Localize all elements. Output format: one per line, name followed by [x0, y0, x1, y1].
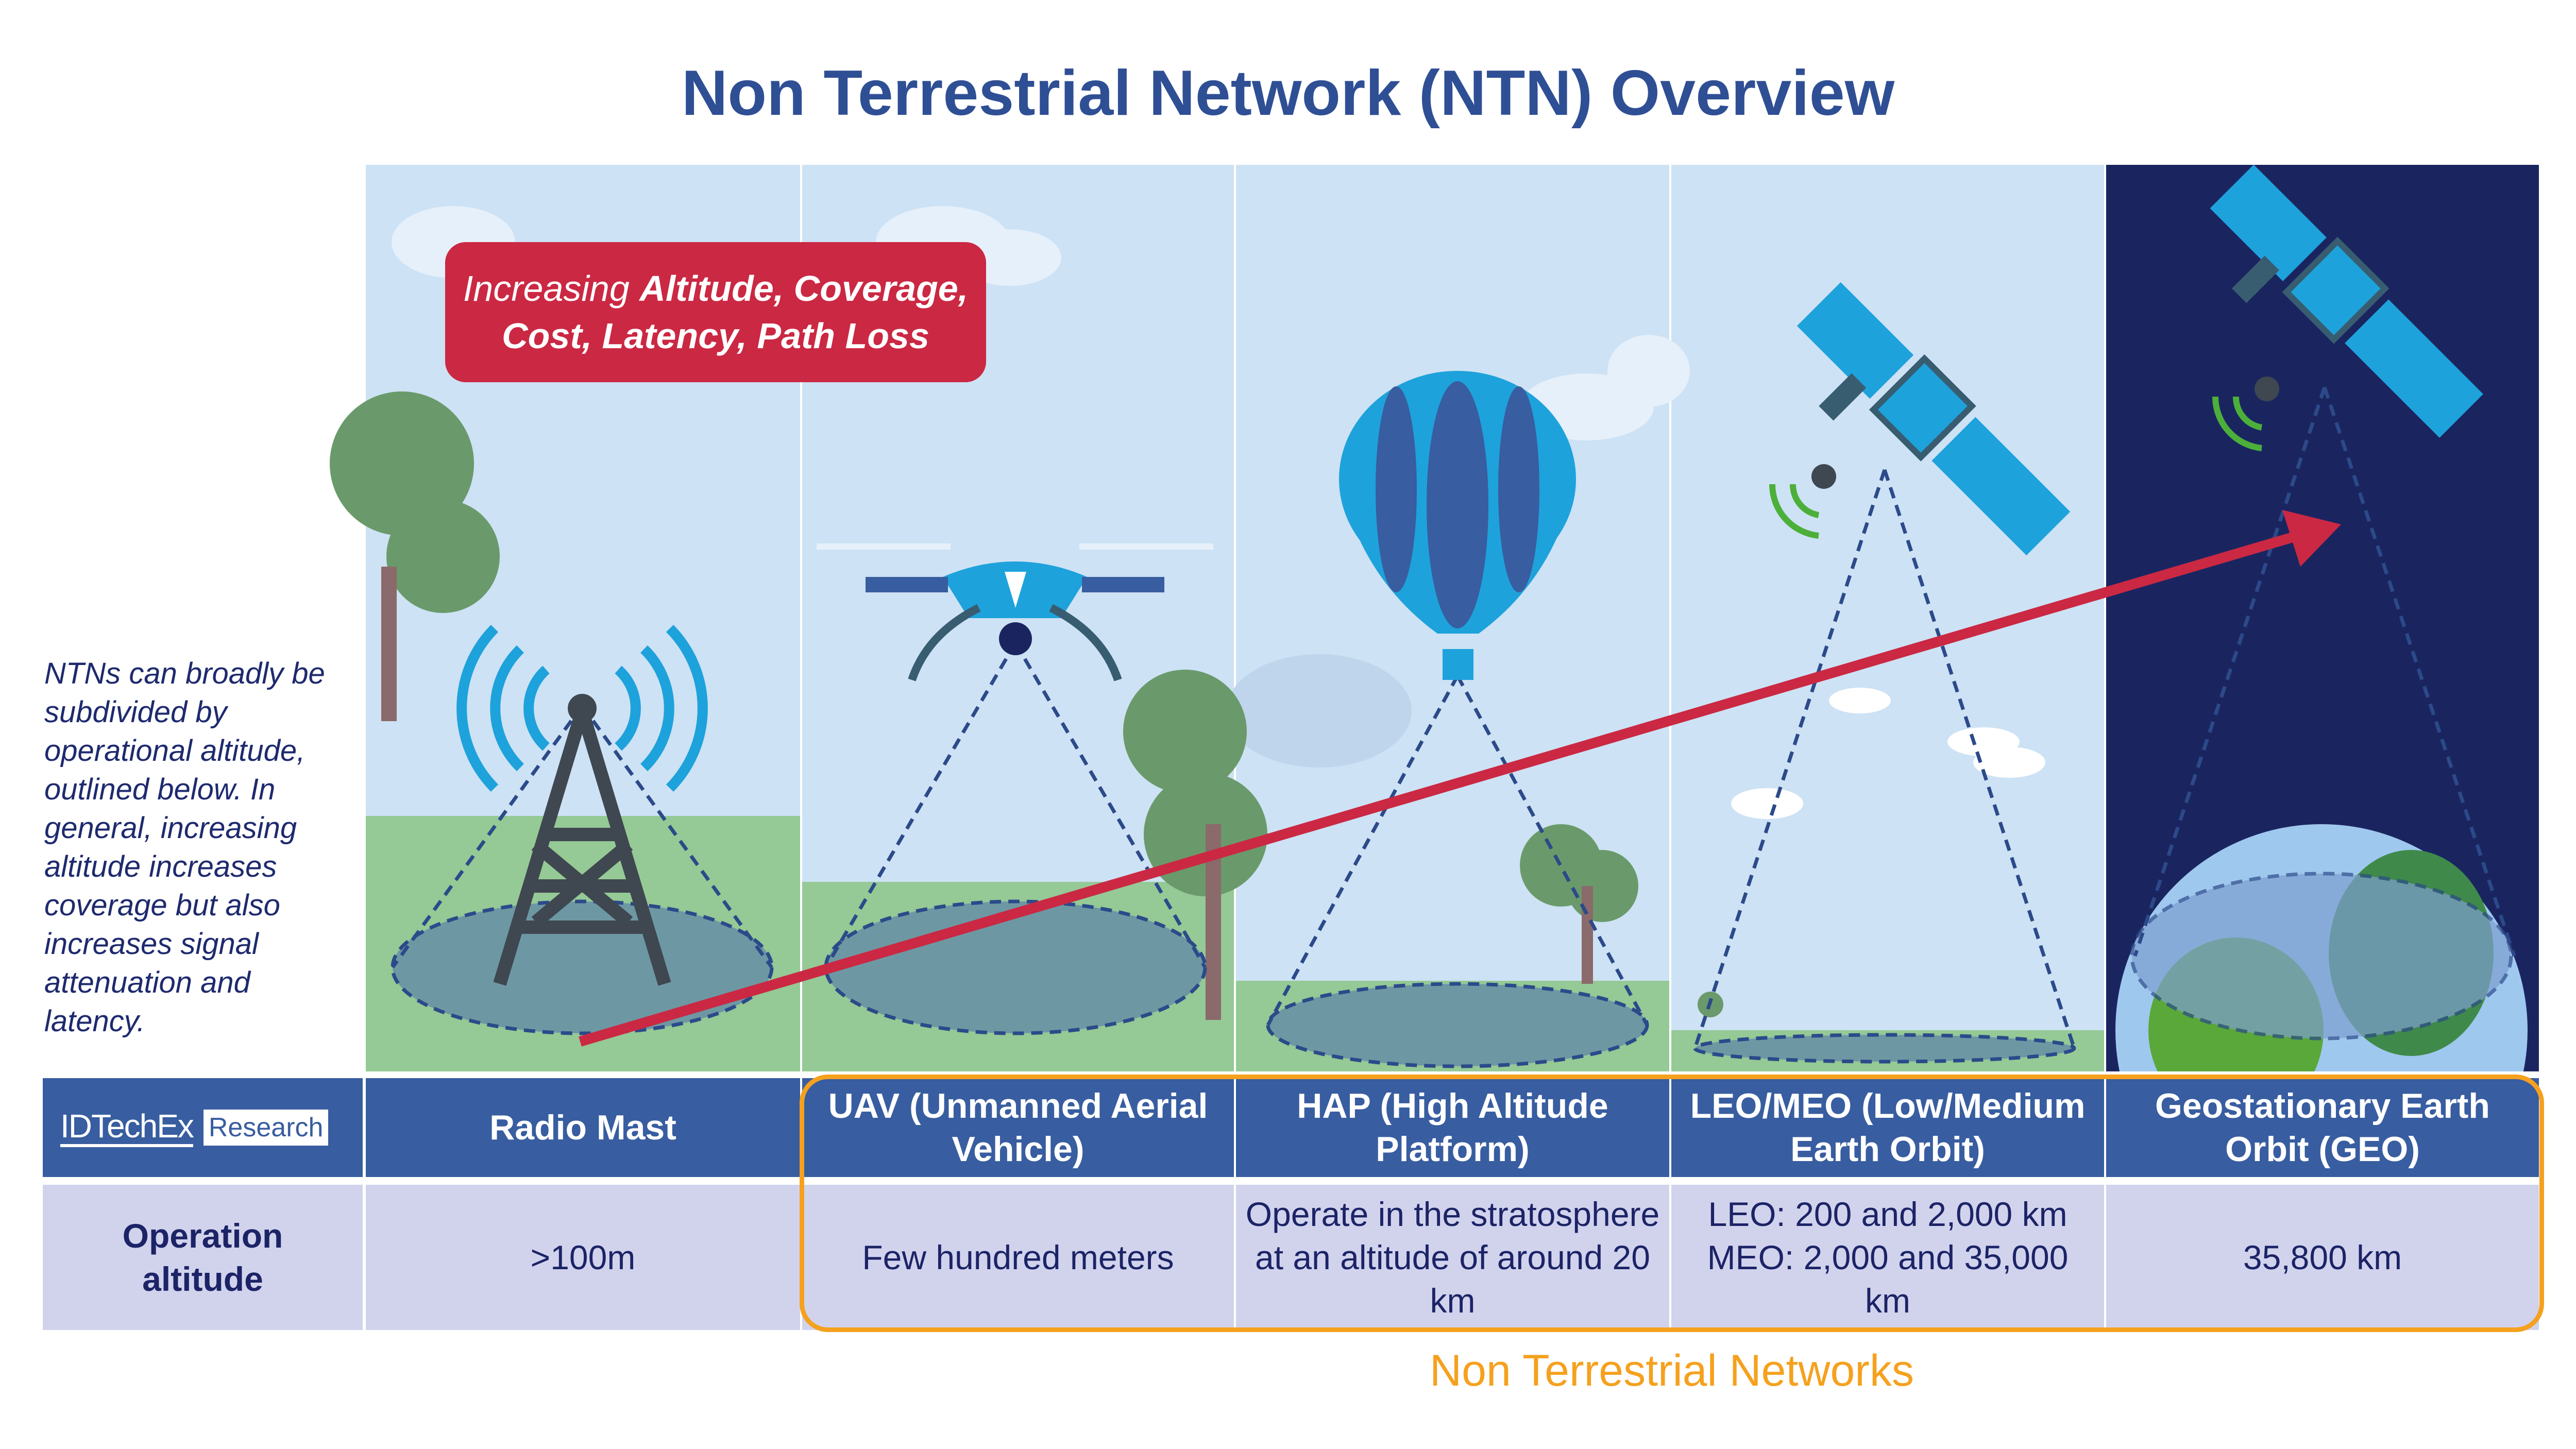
idtechex-logo: IDTechEx Research	[43, 1078, 363, 1177]
header-hap: HAP (High Altitude Platform)	[1236, 1078, 1669, 1177]
cloud-icons	[392, 206, 2045, 819]
logo-main: IDTechEx	[60, 1108, 194, 1147]
altitude-leo-meo: LEO: 200 and 2,000 km MEO: 2,000 and 35,…	[1671, 1185, 2104, 1330]
leo-satellite-icon	[1797, 282, 2071, 556]
increasing-callout: Increasing Altitude, Coverage, Cost, Lat…	[445, 242, 986, 382]
callout-bold-1: Altitude, Coverage,	[639, 268, 969, 309]
callout-bold-2: Cost, Latency, Path Loss	[502, 316, 929, 356]
logo-sub: Research	[203, 1110, 329, 1146]
increasing-altitude-arrow	[579, 510, 2341, 1047]
header-uav: UAV (Unmanned Aerial Vehicle)	[802, 1078, 1234, 1177]
altitude-uav: Few hundred meters	[802, 1185, 1234, 1330]
radio-mast-icon	[493, 709, 671, 986]
altitude-hap: Operate in the stratosphere at an altitu…	[1236, 1185, 1669, 1330]
header-geo: Geostationary Earth Orbit (GEO)	[2106, 1078, 2539, 1177]
altitude-radio-mast: >100m	[366, 1185, 800, 1330]
header-leo-meo: LEO/MEO (Low/Medium Earth Orbit)	[1671, 1078, 2104, 1177]
coverage-leo	[1693, 1033, 2076, 1064]
ntn-group-label: Non Terrestrial Networks	[1430, 1346, 1914, 1395]
altitude-geo: 35,800 km	[2106, 1185, 2539, 1330]
coverage-uav	[824, 899, 1207, 1035]
ntn-group-outline	[800, 1075, 2544, 1332]
geo-satellite-icon	[2210, 164, 2483, 438]
callout-prefix: Increasing	[463, 268, 640, 309]
header-radio-mast: Radio Mast	[366, 1078, 800, 1177]
side-note: NTNs can broadly be subdivided by operat…	[44, 657, 325, 1038]
tree-icons	[330, 391, 1723, 1020]
page-title: Non Terrestrial Network (NTN) Overview	[681, 58, 1895, 129]
hot-air-balloon-icon	[1339, 371, 1576, 680]
coverage-hap	[1266, 982, 1649, 1068]
row-label-operation-altitude: Operation altitude	[43, 1185, 363, 1330]
earth-icon	[2115, 824, 2528, 1071]
drone-icon	[817, 543, 1213, 681]
sky-panel-leo	[1671, 165, 2104, 1071]
signal-waves-icon	[456, 624, 708, 792]
